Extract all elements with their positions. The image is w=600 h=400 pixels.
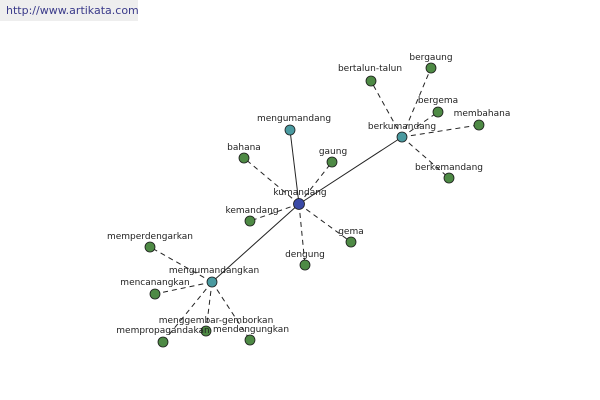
node-label-bahana[interactable]: bahana [227,143,261,153]
edge-kumandang-mengumandangkan [211,203,300,283]
node-label-berkemandang[interactable]: berkemandang [415,163,483,173]
edge-mengumandangkan-memperdengarkan [149,246,213,283]
node-label-mencanangkan[interactable]: mencanangkan [120,278,189,288]
node-label-mengumandang[interactable]: mengumandang [257,114,331,124]
node-bergema[interactable] [432,106,444,118]
node-dengung[interactable] [299,259,311,271]
node-kumandang[interactable] [293,198,305,210]
node-mendengungkan[interactable] [244,334,256,346]
node-membahana[interactable] [473,119,485,131]
edge-berkumandang-berkemandang [401,136,450,179]
node-label-membahana[interactable]: membahana [454,109,511,119]
site-url-watermark: http://www.artikata.com [0,0,139,21]
edge-berkumandang-bergaung [401,67,432,138]
node-memperdengarkan[interactable] [144,241,156,253]
node-label-gema[interactable]: gema [338,227,364,237]
node-label-memperdengarkan[interactable]: memperdengarkan [107,232,193,242]
node-berkemandang[interactable] [443,172,455,184]
nodes-layer [144,62,485,348]
node-menggembar-gemborkan[interactable] [200,325,212,337]
edges-layer [149,67,480,343]
node-label-bergaung[interactable]: bergaung [409,53,452,63]
node-mengumandangkan[interactable] [206,276,218,288]
node-mencanangkan[interactable] [149,288,161,300]
node-label-kemandang[interactable]: kemandang [225,206,278,216]
node-label-mendengungkan[interactable]: mendengungkan [213,325,289,335]
edge-berkumandang-membahana [401,124,480,138]
node-kemandang[interactable] [244,215,256,227]
node-label-berkumandang[interactable]: berkumandang [368,122,436,132]
node-bertalun-talun[interactable] [365,75,377,87]
node-label-gaung[interactable]: gaung [319,147,347,157]
node-gaung[interactable] [326,156,338,168]
node-bergaung[interactable] [425,62,437,74]
node-gema[interactable] [345,236,357,248]
labels-layer: kumandang berkumandang mengumandang menguma… [107,53,510,336]
node-mempropagandakan[interactable] [157,336,169,348]
edge-berkumandang-bergema [401,111,439,138]
edge-mengumandangkan-mencanangkan [154,281,213,295]
node-label-mempropagandakan[interactable]: mempropagandakan [116,326,209,336]
edge-kumandang-bahana [243,157,300,205]
node-berkumandang[interactable] [396,131,408,143]
node-label-menggembar-gemborkan[interactable]: menggembar-gemborkan [159,316,274,326]
edge-mengumandangkan-mempropagandakan [162,281,213,343]
edge-kumandang-gema [298,203,352,243]
edge-mengumandangkan-mendengungkan [211,281,251,341]
node-label-kumandang[interactable]: kumandang [273,188,326,198]
node-label-bergema[interactable]: bergema [418,96,458,106]
node-mengumandang[interactable] [284,124,296,136]
node-label-dengung[interactable]: dengung [285,250,325,260]
edge-kumandang-mengumandang [289,129,300,205]
node-label-mengumandangkan[interactable]: mengumandangkan [169,266,259,276]
node-label-bertalun-talun[interactable]: bertalun-talun [338,64,402,74]
edge-kumandang-dengung [298,203,306,266]
node-bahana[interactable] [238,152,250,164]
edge-kumandang-berkumandang [298,136,403,205]
edge-berkumandang-bertalun-talun [370,80,403,138]
